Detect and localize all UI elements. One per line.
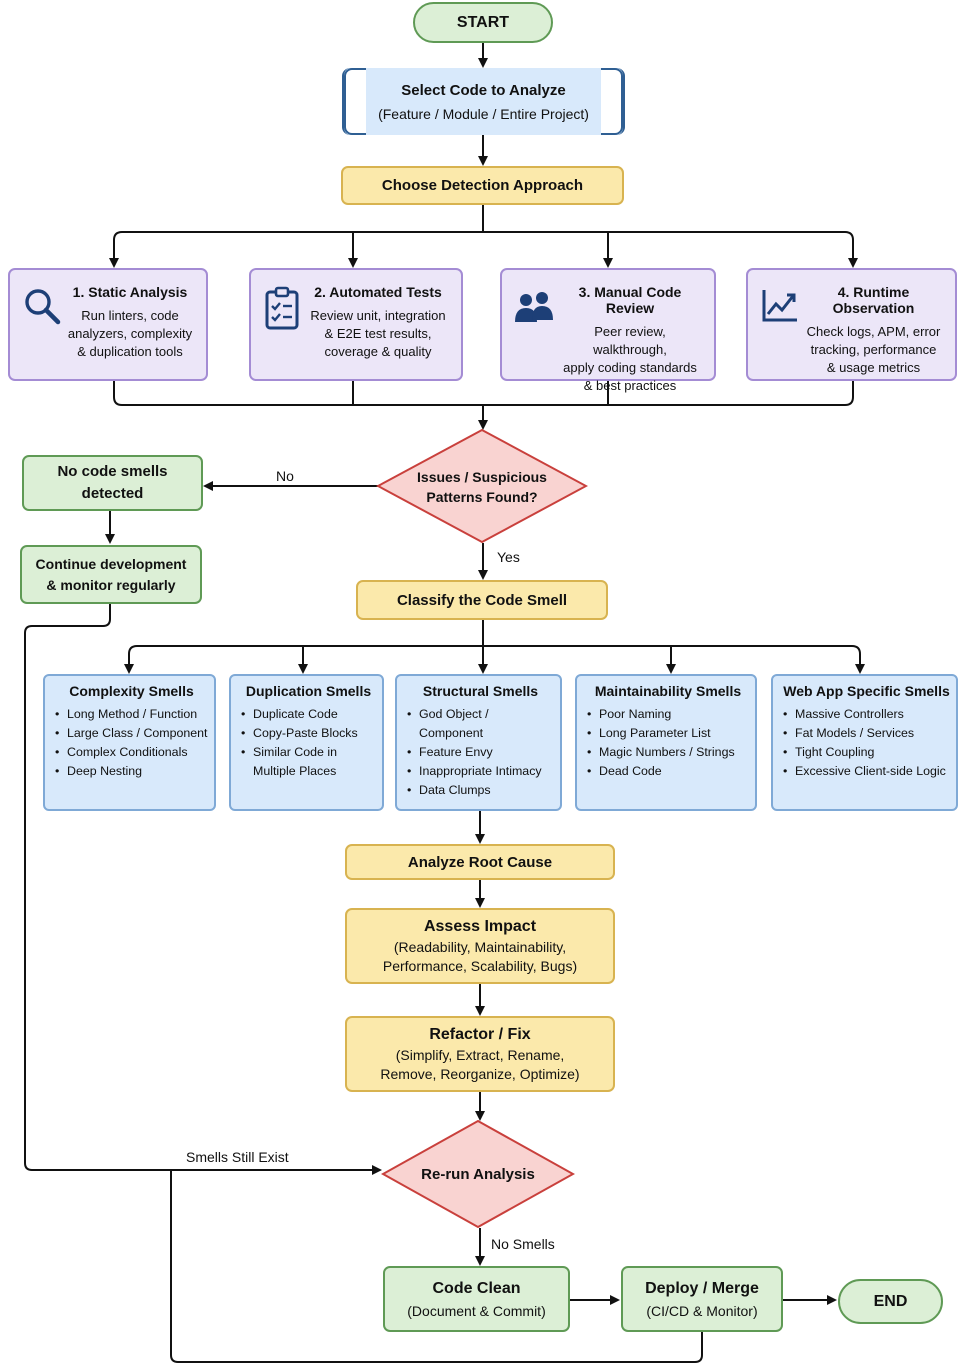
method-desc-line: Check logs, APM, error: [806, 324, 941, 339]
smell-item: Feature Envy: [407, 743, 554, 762]
smells-still-exist-label: Smells Still Exist: [186, 1149, 289, 1165]
clipboard-checklist-icon: [261, 284, 305, 337]
smell-item: Large Class / Component: [55, 724, 208, 743]
method-desc-line: & duplication tools: [77, 344, 183, 359]
smell-item: Dead Code: [587, 762, 749, 781]
root-cause-box: Analyze Root Cause: [345, 844, 615, 880]
impact-line: (Readability, Maintainability,: [393, 939, 567, 955]
method-title: 4. Runtime Observation: [832, 284, 915, 316]
classify-smell-box: Classify the Code Smell: [356, 580, 608, 620]
no-smells-line: detected: [81, 485, 144, 502]
end-terminal: END: [838, 1279, 943, 1324]
yes-label: Yes: [497, 549, 520, 565]
smell-category-title: Complexity Smells: [69, 683, 194, 699]
smell-item: Inappropriate Intimacy: [407, 762, 554, 781]
classify-label: Classify the Code Smell: [396, 591, 568, 609]
smell-category-duplication: Duplication Smells Duplicate Code Copy-P…: [229, 674, 384, 811]
people-icon: [512, 284, 556, 331]
method-desc-line: Review unit, integration: [310, 308, 446, 323]
smell-category-structural: Structural Smells God Object / Component…: [395, 674, 562, 811]
method-desc-line: & E2E test results,: [324, 326, 432, 341]
choose-approach-box: Choose Detection Approach: [341, 166, 624, 205]
smell-item: Long Parameter List: [587, 724, 749, 743]
method-runtime-observation: 4. Runtime Observation Check logs, APM, …: [746, 268, 957, 381]
method-desc-line: tracking, performance: [810, 342, 937, 357]
no-label: No: [276, 468, 294, 484]
smell-item: Fat Models / Services: [783, 724, 950, 743]
method-static-analysis: 1. Static Analysis Run linters, code ana…: [8, 268, 208, 381]
smell-item: Copy-Paste Blocks: [241, 724, 376, 743]
decision-line: Patterns Found?: [426, 489, 538, 505]
refactor-title: Refactor / Fix: [429, 1026, 531, 1043]
continue-line: & monitor regularly: [46, 576, 176, 593]
choose-approach-label: Choose Detection Approach: [381, 177, 584, 194]
continue-line: Continue development: [35, 555, 187, 572]
rerun-label: Re-run Analysis: [421, 1165, 535, 1183]
smell-item: Massive Controllers: [783, 705, 950, 724]
deploy-subtitle: (CI/CD & Monitor): [646, 1303, 758, 1319]
decision-diamond-issues: [376, 429, 588, 544]
no-smells-box: No code smells detected: [22, 455, 203, 511]
method-desc-line: & usage metrics: [826, 360, 921, 375]
smell-item: Complex Conditionals: [55, 743, 208, 762]
impact-line: Performance, Scalability, Bugs): [382, 958, 578, 974]
smell-item: Duplicate Code: [241, 705, 376, 724]
smell-category-title: Web App Specific Smells: [783, 683, 950, 699]
continue-development-box: Continue development & monitor regularly: [20, 545, 202, 604]
refactor-line: Remove, Reorganize, Optimize): [380, 1066, 580, 1082]
smell-category-title: Maintainability Smells: [594, 683, 742, 699]
smell-category-web-app: Web App Specific Smells Massive Controll…: [771, 674, 958, 811]
method-desc-line: Run linters, code: [81, 308, 179, 323]
end-label: END: [873, 1292, 908, 1310]
method-desc-line: Peer review, walkthrough,: [593, 324, 667, 357]
clean-title: Code Clean: [432, 1280, 521, 1297]
magnifier-icon: [20, 284, 64, 331]
start-terminal: START: [413, 2, 553, 43]
method-manual-review: 3. Manual Code Review Peer review, walkt…: [500, 268, 716, 393]
no-smells-line: No code smells: [57, 463, 168, 480]
method-title: 2. Automated Tests: [314, 284, 442, 300]
method-desc-line: analyzers, complexity: [67, 326, 193, 341]
smell-category-maintainability: Maintainability Smells Poor Naming Long …: [575, 674, 757, 811]
decision-diamond-rerun: [381, 1120, 575, 1228]
select-title: Select Code to Analyze: [401, 81, 566, 99]
method-desc-line: coverage & quality: [324, 344, 432, 359]
smell-category-complexity: Complexity Smells Long Method / Function…: [43, 674, 216, 811]
smell-item: Poor Naming: [587, 705, 749, 724]
deploy-title: Deploy / Merge: [645, 1280, 759, 1297]
smell-category-title: Structural Smells: [422, 683, 539, 699]
no-smells-label: No Smells: [491, 1236, 555, 1252]
smell-item: Data Clumps: [407, 781, 554, 800]
start-label: START: [456, 13, 510, 31]
method-title: 1. Static Analysis: [72, 284, 188, 300]
smell-item: God Object / Component: [407, 705, 554, 743]
smell-item: Excessive Client-side Logic: [783, 762, 950, 781]
refactor-box: Refactor / Fix (Simplify, Extract, Renam…: [345, 1016, 615, 1092]
smell-item: Magic Numbers / Strings: [587, 743, 749, 762]
smell-item: Deep Nesting: [55, 762, 208, 781]
deploy-merge-box: Deploy / Merge (CI/CD & Monitor): [621, 1266, 783, 1332]
root-cause-label: Analyze Root Cause: [407, 853, 553, 871]
code-clean-box: Code Clean (Document & Commit): [383, 1266, 570, 1332]
method-desc-line: & best practices: [583, 378, 677, 393]
method-title: 3. Manual Code Review: [578, 284, 682, 316]
refactor-line: (Simplify, Extract, Rename,: [395, 1047, 565, 1063]
smell-item: Similar Code in Multiple Places: [241, 743, 376, 781]
clean-subtitle: (Document & Commit): [407, 1303, 546, 1319]
impact-title: Assess Impact: [423, 918, 537, 935]
decision-issues-text: Issues / Suspicious Patterns Found?: [396, 462, 568, 512]
smell-item: Tight Coupling: [783, 743, 950, 762]
assess-impact-box: Assess Impact (Readability, Maintainabil…: [345, 908, 615, 984]
smell-item: Long Method / Function: [55, 705, 208, 724]
select-subtitle: (Feature / Module / Entire Project): [378, 105, 589, 122]
smell-category-title: Duplication Smells: [245, 683, 372, 699]
method-desc-line: apply coding standards: [563, 360, 697, 375]
method-automated-tests: 2. Automated Tests Review unit, integrat…: [249, 268, 463, 381]
select-code-box: Select Code to Analyze (Feature / Module…: [342, 68, 625, 135]
decision-line: Issues / Suspicious: [417, 469, 547, 485]
line-chart-icon: [758, 284, 802, 331]
